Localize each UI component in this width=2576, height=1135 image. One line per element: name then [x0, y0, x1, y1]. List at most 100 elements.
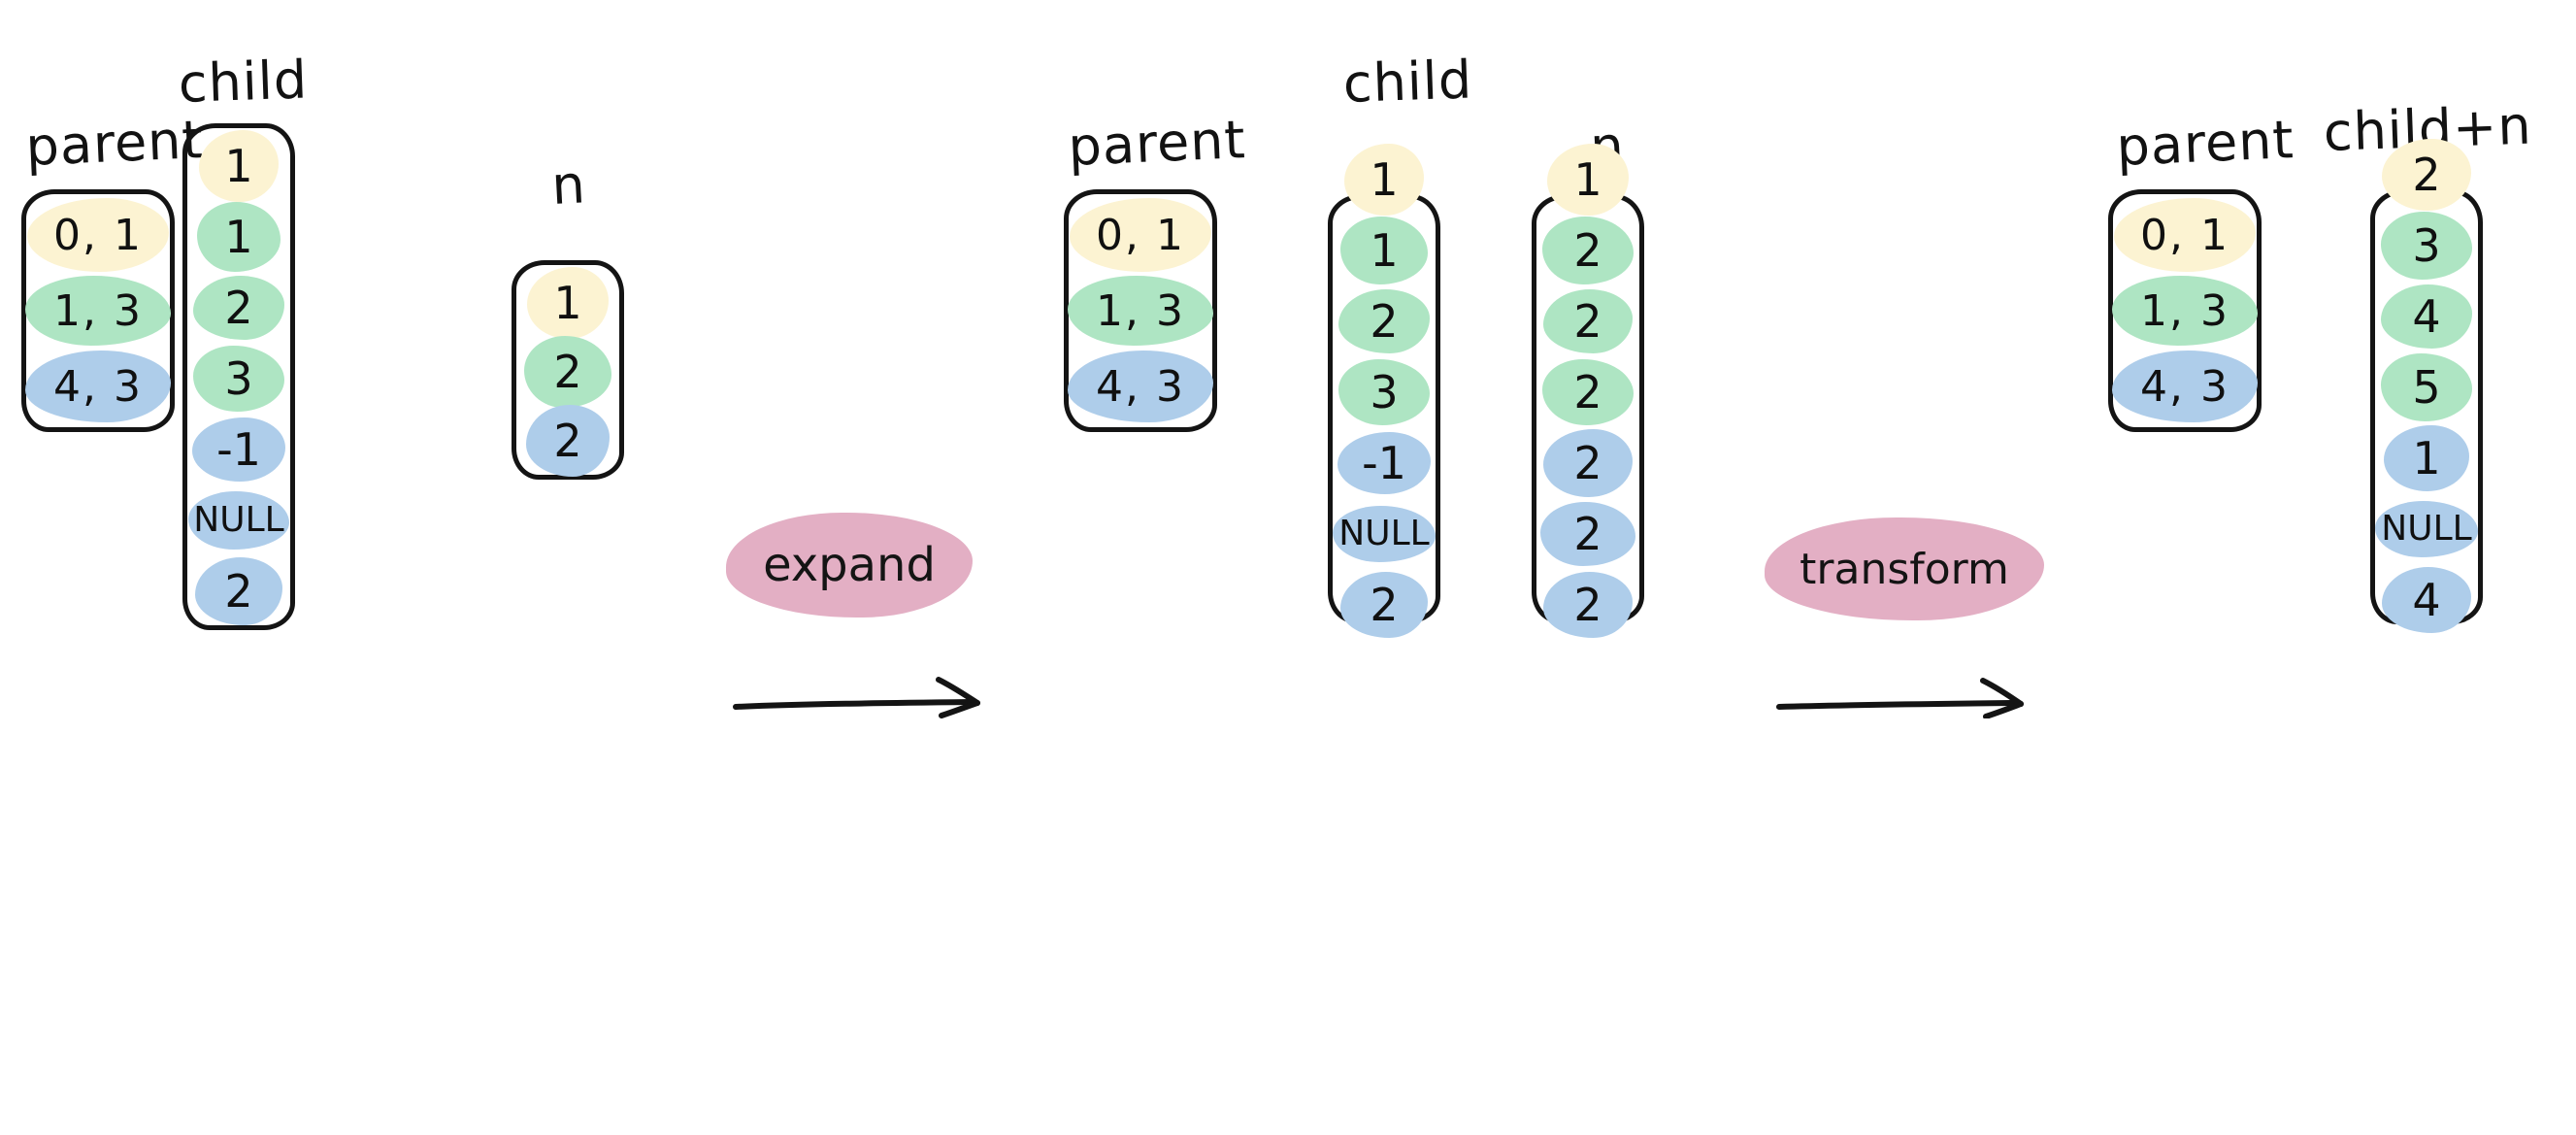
cell-value: 5 — [2412, 360, 2441, 414]
table-cell: 3 — [182, 343, 295, 414]
cell-value: 1 — [2412, 431, 2441, 484]
cell-highlight — [526, 404, 610, 477]
table-cell: 1 — [2370, 422, 2483, 493]
parent-after-box — [2108, 189, 2262, 432]
cell-highlight — [1333, 505, 1436, 562]
cell-highlight — [1542, 216, 1634, 284]
cell-highlight — [199, 129, 279, 202]
cell-highlight — [2112, 276, 2258, 346]
table-cell: 2 — [1532, 498, 1644, 569]
childn-after-cells: 2 3 4 5 1 NULL — [2370, 138, 2483, 635]
cell-value: NULL — [2381, 509, 2472, 549]
n-before-box — [512, 260, 624, 480]
cell-highlight — [197, 201, 281, 272]
cell-highlight — [2375, 500, 2478, 557]
cell-value: 2 — [224, 564, 253, 618]
cell-highlight — [1070, 198, 1211, 272]
table-cell: NULL — [2370, 493, 2483, 564]
cell-highlight — [1543, 571, 1633, 638]
table-cell: 1 — [1328, 143, 1440, 216]
cell-highlight — [2382, 566, 2471, 633]
cell-value: 0, 1 — [53, 210, 143, 260]
cell-value: 1 — [224, 139, 253, 192]
cell-highlight — [1540, 501, 1635, 566]
table-cell: 1 — [1328, 215, 1440, 285]
table-cell: 4, 3 — [2108, 349, 2262, 424]
table-cell: 4, 3 — [21, 349, 175, 424]
cell-highlight — [524, 335, 611, 408]
cell-value: 2 — [1573, 436, 1602, 489]
cell-value: 3 — [1370, 365, 1399, 418]
cell-highlight — [1547, 143, 1629, 216]
parent-before-box — [21, 189, 175, 432]
cell-highlight — [1340, 216, 1428, 284]
cell-highlight — [1542, 358, 1634, 425]
table-cell: 1 — [1532, 143, 1644, 216]
cell-value: 3 — [2412, 218, 2441, 272]
cell-value: 2 — [224, 281, 253, 334]
table-cell: 1 — [182, 129, 295, 202]
table-cell: 2 — [1532, 569, 1644, 640]
cell-value: 2 — [1573, 294, 1602, 348]
cell-highlight — [2381, 284, 2472, 349]
cell-highlight — [1068, 276, 1213, 346]
cell-value: 2 — [1573, 365, 1602, 418]
child-before-box — [182, 123, 295, 630]
cell-highlight — [2384, 424, 2469, 491]
table-cell: 1, 3 — [2108, 273, 2262, 349]
cell-value: 0, 1 — [2140, 210, 2229, 260]
cell-value: 1 — [1573, 152, 1602, 206]
cell-value: 2 — [553, 414, 582, 467]
table-cell: 2 — [1328, 285, 1440, 356]
cell-value: 1, 3 — [1096, 285, 1185, 336]
cell-highlight — [25, 276, 171, 346]
child-middle-cells: 1 1 2 3 -1 NULL — [1328, 143, 1440, 640]
cell-value: 1, 3 — [53, 285, 143, 336]
expand-label: expand — [726, 513, 973, 618]
cell-highlight — [193, 275, 284, 340]
parent-after-header: parent — [2115, 109, 2295, 178]
cell-highlight — [1340, 571, 1428, 638]
table-cell: 2 — [1328, 569, 1440, 640]
cell-value: 4, 3 — [1096, 361, 1185, 412]
cell-highlight — [1344, 143, 1424, 216]
table-cell: 1 — [512, 266, 624, 339]
parent-after-cells: 0, 1 1, 3 4, 3 — [2108, 197, 2262, 424]
child-middle-header: child — [1341, 49, 1474, 115]
table-cell: NULL — [1328, 498, 1440, 569]
table-cell: 4 — [2370, 281, 2483, 351]
cell-highlight — [1068, 351, 1213, 422]
cell-highlight — [527, 266, 609, 339]
cell-value: 1 — [553, 276, 582, 329]
cell-value: 1 — [1370, 223, 1399, 277]
cell-value: 4, 3 — [2140, 361, 2229, 412]
cell-value: NULL — [1338, 514, 1430, 553]
child-before-cells: 1 1 2 3 -1 NULL — [182, 129, 295, 626]
transform-label: transform — [1765, 517, 2044, 620]
cell-highlight — [1543, 288, 1633, 353]
cell-value: 2 — [553, 345, 582, 398]
table-cell: 2 — [182, 272, 295, 343]
table-cell: -1 — [182, 414, 295, 484]
cell-highlight — [1338, 431, 1431, 494]
parent-before-cells: 0, 1 1, 3 4, 3 — [21, 197, 175, 424]
cell-value: -1 — [216, 422, 261, 476]
cell-highlight — [1338, 358, 1430, 425]
cell-value: NULL — [193, 500, 284, 540]
transform-arrow — [1776, 670, 2029, 719]
cell-value: 2 — [1573, 223, 1602, 277]
cell-highlight — [2114, 198, 2256, 272]
cell-value: 1 — [1370, 152, 1399, 206]
cell-highlight — [188, 490, 289, 550]
table-cell: 0, 1 — [2108, 197, 2262, 273]
cell-highlight — [2381, 211, 2472, 280]
cell-value: 2 — [1573, 578, 1602, 631]
cell-highlight — [2112, 351, 2258, 422]
cell-value: 4 — [2412, 289, 2441, 343]
cell-highlight — [27, 198, 169, 272]
cell-value: 2 — [1370, 578, 1399, 631]
table-cell: 3 — [2370, 210, 2483, 281]
cell-value: 2 — [2412, 148, 2441, 201]
n-before-header: n — [549, 153, 588, 217]
